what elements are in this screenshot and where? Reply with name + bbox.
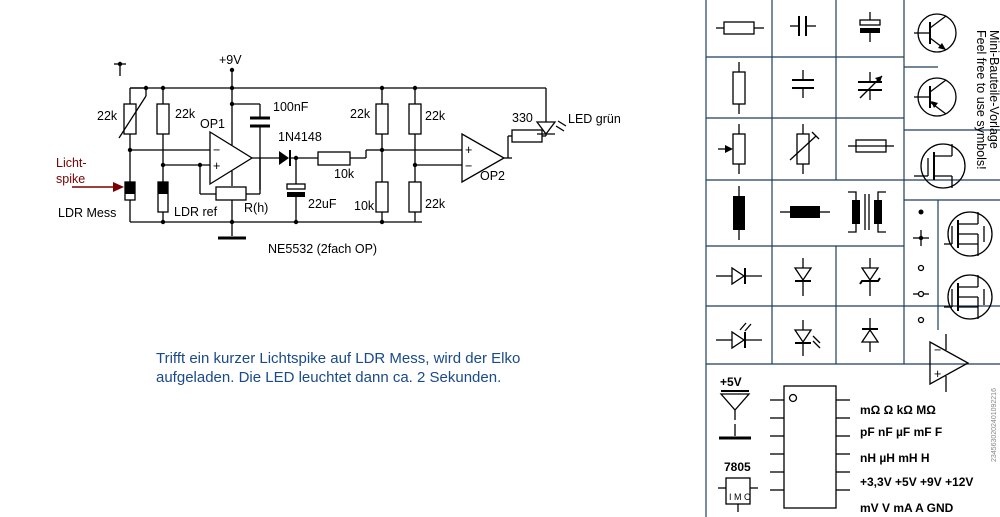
supply-label: +9V	[219, 53, 242, 67]
unit-row-voltages: +3,3V +5V +9V +12V	[860, 475, 973, 489]
r4-label: 22k	[425, 109, 446, 123]
resistor-22k-2: 22k	[156, 88, 196, 182]
r5-label: 22k	[425, 197, 446, 211]
ldr-ref-label: LDR ref	[174, 205, 218, 219]
resistor-10k-a: 10k	[317, 149, 382, 181]
ldr-mess: LDR Mess	[58, 181, 136, 222]
inductor-horizontal-icon[interactable]	[780, 206, 830, 218]
potentiometer-icon[interactable]	[718, 124, 746, 174]
diode-vertical-icon[interactable]	[793, 258, 813, 296]
capacitor-electrolytic-icon[interactable]	[859, 12, 881, 42]
node-symbols[interactable]	[913, 209, 929, 324]
op-amp-icon[interactable]: − +	[929, 334, 970, 392]
unit-row-capacitance: pF nF µF mF F	[860, 425, 942, 439]
capacitor-horizontal-icon[interactable]	[792, 70, 814, 98]
op-amp-2: + − OP2	[461, 132, 506, 184]
zener-diode-icon[interactable]	[859, 258, 881, 296]
ic-dip-icon[interactable]	[770, 385, 850, 509]
fuse-icon[interactable]	[848, 139, 894, 153]
r10k-b-label: 10k	[354, 199, 375, 213]
op1-label: OP1	[200, 117, 225, 131]
r2-label: 22k	[175, 107, 196, 121]
ic-label: NE5532 (2fach OP)	[268, 242, 377, 256]
palette-title-2: Feel free to use symbols!	[974, 30, 988, 170]
led-horizontal-icon[interactable]	[716, 322, 762, 350]
capacitor-100nf: 100nF	[232, 100, 309, 190]
regulator-7805-icon[interactable]: 7805 I M O	[718, 460, 758, 512]
unit-row-resistance: mΩ Ω kΩ MΩ	[860, 403, 936, 417]
trim-resistor-icon[interactable]	[789, 124, 820, 174]
resistor-horizontal-icon[interactable]	[716, 21, 764, 35]
op2-label: OP2	[480, 169, 505, 183]
vcc-label: +5V	[720, 375, 742, 389]
supply-9v: +9V	[219, 53, 242, 88]
op-amp-1: − + OP1	[200, 88, 254, 186]
r330-label: 330	[512, 111, 533, 125]
led-green: LED grün	[535, 88, 621, 136]
light-label-1: Licht-	[56, 156, 87, 170]
resistor-22k-4: 22k	[408, 88, 446, 182]
diode-1n4148: 1N4148	[278, 130, 322, 166]
r10k-a-label: 10k	[334, 167, 355, 181]
r3-label: 22k	[350, 107, 371, 121]
diode-label: 1N4148	[278, 130, 322, 144]
trimmer-capacitor-icon[interactable]	[858, 72, 883, 100]
led-label: LED grün	[568, 112, 621, 126]
unit-row-inductance: nH µH mH H	[860, 451, 930, 465]
pnp-transistor-icon[interactable]	[914, 77, 957, 117]
ground-icon[interactable]	[719, 424, 751, 440]
mosfet-p-icon[interactable]	[944, 274, 993, 320]
vcc-symbol[interactable]: +5V	[719, 375, 751, 420]
led-vertical-icon[interactable]	[793, 320, 821, 356]
regulator-label: 7805	[724, 460, 751, 474]
svg-text:+: +	[934, 367, 941, 381]
description-note: Trifft ein kurzer Lichtspike auf LDR Mes…	[156, 350, 521, 386]
svg-text:+: +	[465, 143, 472, 157]
transformer-icon[interactable]	[848, 191, 886, 233]
svg-text:−: −	[934, 343, 941, 357]
symbol-palette: Mini-Bauteile-Vorlage Feel free to use s…	[705, 0, 1000, 517]
light-spike-arrow: Licht- spike	[56, 156, 124, 192]
capacitor-vertical-icon[interactable]	[790, 16, 816, 36]
svg-text:−: −	[213, 143, 220, 157]
mosfet-depletion-icon[interactable]	[914, 143, 966, 189]
c1-label: 100nF	[273, 100, 309, 114]
unit-list: mΩ Ω kΩ MΩ pF nF µF mF F nH µH mH H +3,3…	[860, 403, 973, 515]
palette-title: Mini-Bauteile-Vorlage Feel free to use s…	[974, 30, 1000, 170]
ldr-ref: LDR ref	[157, 181, 218, 222]
unit-row-current: mV V mA A GND	[860, 501, 954, 515]
diode-horizontal-icon[interactable]	[716, 266, 762, 286]
resistor-22k-variable: 22k	[97, 87, 147, 182]
capacitor-22uf: 22uF	[286, 158, 337, 222]
resistor-10k-b: 10k	[354, 181, 389, 222]
resistor-rh: R(h)	[199, 158, 268, 222]
resistor-330: 330	[507, 111, 546, 158]
light-label-2: spike	[56, 172, 85, 186]
svg-text:−: −	[465, 159, 472, 173]
diode-up-icon[interactable]	[860, 318, 880, 352]
svg-text:+: +	[213, 159, 220, 173]
c2-label: 22uF	[308, 197, 337, 211]
resistor-22k-3: 22k	[350, 88, 389, 182]
resistor-22k-5: 22k	[408, 181, 446, 222]
regulator-pins: I M O	[729, 492, 751, 502]
r1-label: 22k	[97, 109, 118, 123]
palette-title-1: Mini-Bauteile-Vorlage	[987, 30, 1000, 149]
npn-transistor-icon[interactable]	[914, 13, 957, 53]
supply-marker-left	[114, 61, 126, 76]
rh-label: R(h)	[244, 201, 268, 215]
resistor-vertical-icon[interactable]	[732, 62, 746, 114]
ldr-mess-label: LDR Mess	[58, 206, 116, 220]
mosfet-n-icon[interactable]	[944, 211, 993, 257]
watermark: 2345630202401092216	[991, 388, 998, 462]
inductor-vertical-icon[interactable]	[733, 186, 745, 240]
schematic: +9V	[56, 53, 621, 256]
